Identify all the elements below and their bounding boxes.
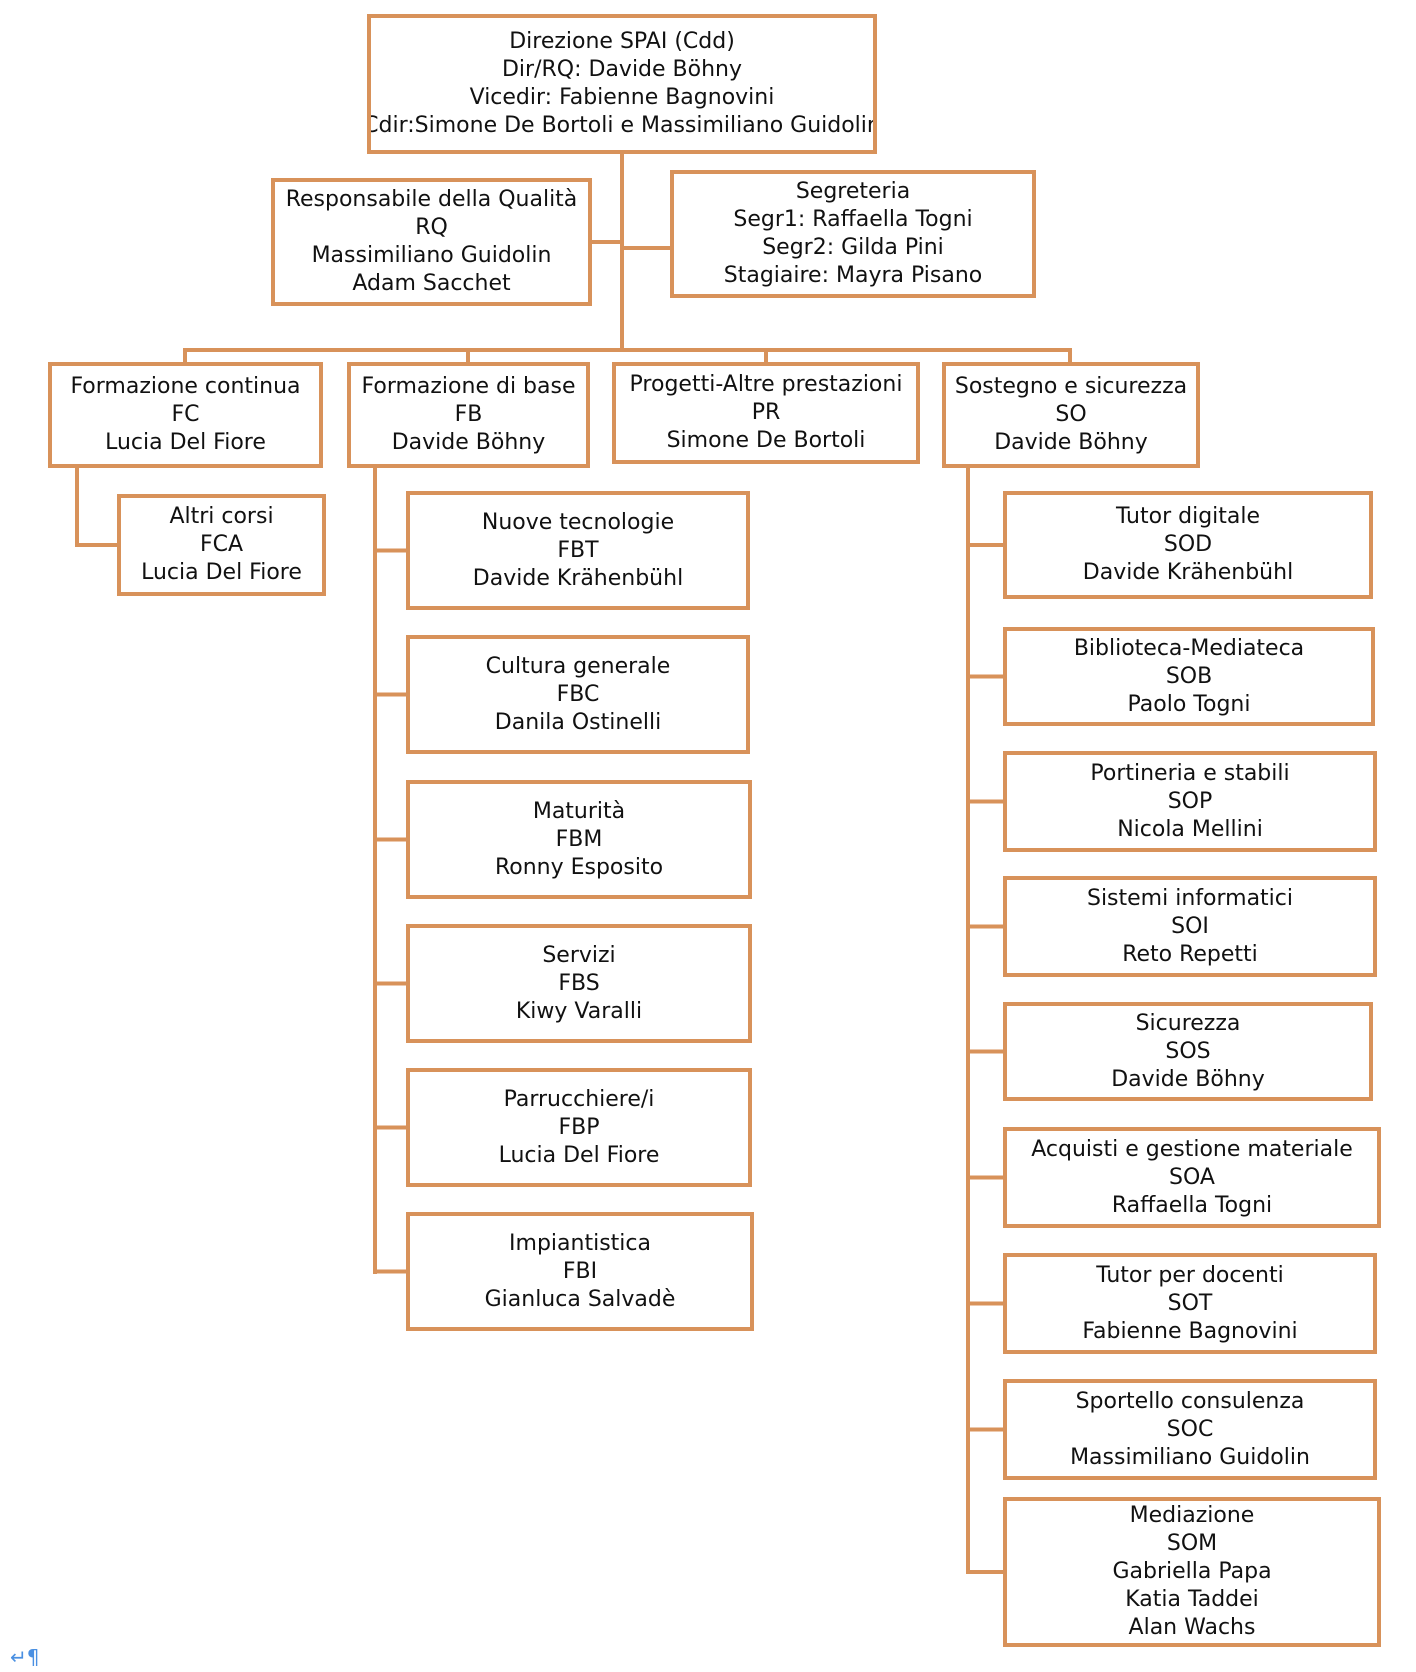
- node-rq-line-3: Adam Sacchet: [352, 271, 511, 296]
- node-so-line-1: SO: [1055, 402, 1087, 427]
- node-som-line-0: Mediazione: [1129, 1503, 1255, 1528]
- node-fbi-line-1: FBI: [562, 1258, 598, 1284]
- node-fbs-line-0: Servizi: [542, 942, 616, 968]
- node-pr-line-2: Simone De Bortoli: [666, 428, 866, 453]
- node-sob-line-2: Paolo Togni: [1127, 691, 1251, 717]
- node-soc-line-1: SOC: [1166, 1416, 1214, 1442]
- node-sot-line-2: Fabienne Bagnovini: [1082, 1318, 1298, 1344]
- node-som-line-3: Katia Taddei: [1125, 1587, 1259, 1612]
- node-fb-line-1: FB: [454, 402, 483, 427]
- node-pr-line-0: Progetti-Altre prestazioni: [629, 372, 903, 397]
- node-sod-line-2: Davide Krähenbühl: [1082, 560, 1294, 585]
- node-root-line-3: Cdir:Simone De Bortoli e Massimiliano Gu…: [367, 113, 877, 138]
- node-fca-line-2: Lucia Del Fiore: [141, 560, 302, 585]
- node-soc-line-2: Massimiliano Guidolin: [1070, 1444, 1310, 1470]
- node-fbt-line-1: FBT: [557, 537, 599, 563]
- node-fbm-line-0: Maturità: [532, 798, 626, 824]
- node-segr-line-0: Segreteria: [795, 179, 911, 204]
- node-fbp-line-2: Lucia Del Fiore: [498, 1142, 660, 1168]
- pilcrow-icon: ↵¶: [10, 1645, 40, 1669]
- node-fbp-line-1: FBP: [558, 1114, 600, 1140]
- node-sot-line-0: Tutor per docenti: [1096, 1262, 1284, 1288]
- node-fb-line-0: Formazione di base: [361, 374, 576, 399]
- node-sob-line-1: SOB: [1165, 663, 1213, 689]
- node-rq-line-2: Massimiliano Guidolin: [311, 243, 552, 268]
- node-sos-line-2: Davide Böhny: [1111, 1066, 1265, 1092]
- node-fbi-line-2: Gianluca Salvadè: [484, 1286, 676, 1312]
- node-fb-line-2: Davide Böhny: [391, 430, 546, 455]
- node-fc-line-1: FC: [171, 402, 200, 427]
- node-sos-line-0: Sicurezza: [1135, 1010, 1241, 1036]
- node-root-line-1: Dir/RQ: Davide Böhny: [501, 57, 743, 82]
- node-segr-line-3: Stagiaire: Mayra Pisano: [723, 263, 983, 288]
- node-fbt-line-0: Nuove tecnologie: [481, 509, 675, 535]
- node-fbs-line-2: Kiwy Varalli: [515, 998, 643, 1024]
- node-segr-line-1: Segr1: Raffaella Togni: [733, 207, 973, 232]
- node-fbt-line-2: Davide Krähenbühl: [472, 565, 684, 591]
- node-fc-line-2: Lucia Del Fiore: [105, 430, 266, 455]
- node-fc-line-0: Formazione continua: [70, 374, 301, 399]
- node-soc-line-0: Sportello consulenza: [1075, 1388, 1305, 1414]
- node-fca-line-0: Altri corsi: [169, 504, 274, 529]
- node-pr-line-1: PR: [751, 400, 781, 425]
- node-soa-line-2: Raffaella Togni: [1111, 1192, 1273, 1218]
- node-rq-line-0: Responsabile della Qualità: [285, 187, 578, 212]
- node-sop-line-1: SOP: [1167, 788, 1213, 814]
- node-sot-line-1: SOT: [1167, 1290, 1213, 1316]
- node-soa-line-0: Acquisti e gestione materiale: [1031, 1136, 1353, 1162]
- node-fbm-line-2: Ronny Esposito: [494, 854, 664, 880]
- node-fbp-line-0: Parrucchiere/i: [503, 1086, 655, 1112]
- node-soa-line-1: SOA: [1169, 1164, 1215, 1190]
- node-sob-line-0: Biblioteca-Mediateca: [1073, 635, 1305, 661]
- node-root: Direzione SPAI (Cdd) Dir/RQ: Davide Böhny…: [367, 14, 877, 154]
- node-sop-line-0: Portineria e stabili: [1090, 760, 1290, 786]
- node-som-line-1: SOM: [1166, 1531, 1218, 1556]
- node-soi-line-2: Reto Repetti: [1122, 941, 1258, 967]
- node-soi-line-0: Sistemi informatici: [1086, 885, 1293, 911]
- node-soi-line-1: SOI: [1171, 913, 1209, 939]
- node-fbi-line-0: Impiantistica: [509, 1230, 651, 1256]
- node-fbc-line-2: Danila Ostinelli: [494, 709, 662, 735]
- node-sop-line-2: Nicola Mellini: [1117, 816, 1263, 842]
- node-rq-line-1: RQ: [415, 215, 448, 240]
- node-fbc-line-0: Cultura generale: [485, 653, 671, 679]
- node-som-line-4: Alan Wachs: [1128, 1615, 1256, 1640]
- node-fca-line-1: FCA: [199, 532, 244, 557]
- node-so-line-2: Davide Böhny: [994, 430, 1148, 455]
- node-so-line-0: Sostegno e sicurezza: [954, 374, 1188, 399]
- node-fbs-line-1: FBS: [558, 970, 600, 996]
- node-fbc-line-1: FBC: [556, 681, 600, 707]
- node-som-line-2: Gabriella Papa: [1112, 1559, 1272, 1584]
- node-root-line-0: Direzione SPAI (Cdd): [509, 29, 735, 54]
- node-sod-line-1: SOD: [1163, 532, 1213, 557]
- node-sos-line-1: SOS: [1165, 1038, 1211, 1064]
- node-fbm-line-1: FBM: [555, 826, 603, 852]
- node-root-line-2: Vicedir: Fabienne Bagnovini: [469, 85, 775, 110]
- node-segr-line-2: Segr2: Gilda Pini: [762, 235, 944, 260]
- node-sod-line-0: Tutor digitale: [1115, 504, 1261, 529]
